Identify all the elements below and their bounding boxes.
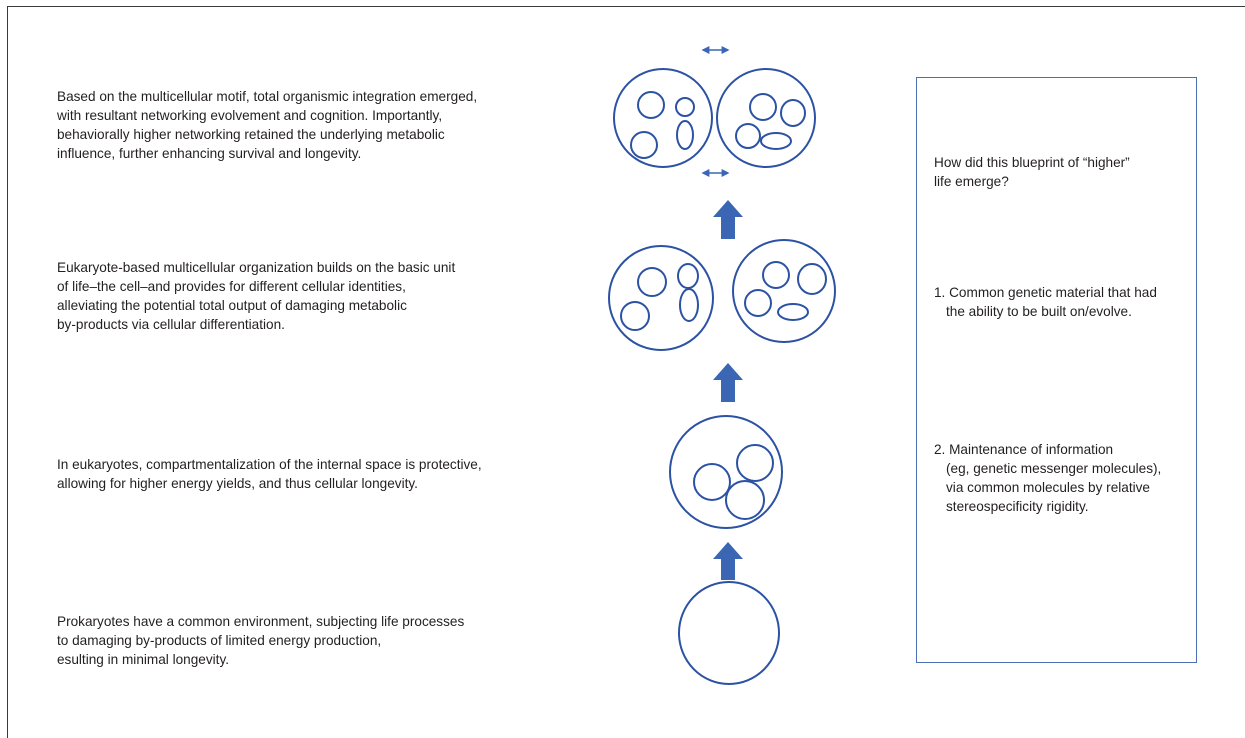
- stage-2-description: In eukaryotes, compartmentalization of t…: [57, 455, 517, 493]
- point-1-line: the ability to be built on/evolve.: [946, 304, 1132, 319]
- point-2-line: via common molecules by relative: [946, 480, 1150, 495]
- stage-4-description: Based on the multicellular motif, total …: [57, 87, 517, 163]
- organelle: [637, 267, 667, 297]
- stage-4-line: with resultant networking evolvement and…: [57, 108, 443, 123]
- progression-arrows: [713, 200, 743, 580]
- stage-4-line: behaviorally higher networking retained …: [57, 127, 445, 142]
- organelle: [676, 120, 694, 150]
- organelle: [620, 301, 650, 331]
- stage-1-line: to damaging by-products of limited energ…: [57, 633, 382, 648]
- cell-circle-icon: [678, 581, 780, 685]
- stage-4-line: Based on the multicellular motif, total …: [57, 89, 478, 104]
- blueprint-question: How did this blueprint of “higher” life …: [934, 153, 1130, 191]
- stage-3-line: of life–the cell–and provides for differ…: [57, 279, 406, 294]
- organelle: [760, 132, 792, 150]
- up-arrow-icon: [713, 542, 743, 580]
- organelle: [693, 463, 731, 501]
- question-line: How did this blueprint of “higher”: [934, 155, 1130, 170]
- organelle: [736, 444, 774, 482]
- organelle: [637, 91, 665, 119]
- organelle: [797, 263, 827, 295]
- stage-3-line: alleviating the potential total output o…: [57, 298, 407, 313]
- point-2-line: stereospecificity rigidity.: [946, 499, 1089, 514]
- cell-circle-icon: [608, 245, 714, 351]
- eukaryote-cell: [669, 415, 783, 529]
- stage-1-line: esulting in minimal longevity.: [57, 652, 230, 667]
- prokaryote-cell: [678, 581, 780, 685]
- point-1: 1. Common genetic material that had the …: [934, 283, 1157, 321]
- organelle: [749, 93, 777, 121]
- stage-1-description: Prokaryotes have a common environment, s…: [57, 612, 517, 669]
- organelle: [677, 263, 699, 289]
- organelle: [744, 289, 772, 317]
- point-1-line: 1. Common genetic material that had: [934, 285, 1157, 300]
- point-2-line: (eg, genetic messenger molecules),: [946, 461, 1162, 476]
- up-arrow-icon: [713, 200, 743, 239]
- organelle: [679, 288, 699, 322]
- figure-frame: [7, 6, 1245, 738]
- stage-1-line: Prokaryotes have a common environment, s…: [57, 614, 465, 629]
- cell-circle-icon: [613, 68, 713, 168]
- stage-3-line: Eukaryote-based multicellular organizati…: [57, 260, 456, 275]
- up-arrow-icon: [713, 363, 743, 402]
- organelle: [762, 261, 790, 289]
- organelle: [777, 303, 809, 321]
- stage-2-line: In eukaryotes, compartmentalization of t…: [57, 457, 482, 472]
- point-2-line: 2. Maintenance of information: [934, 442, 1114, 457]
- organelle: [725, 480, 765, 520]
- stage-3-line: by-products via cellular differentiation…: [57, 317, 285, 332]
- question-line: life emerge?: [934, 174, 1009, 189]
- stage-3-description: Eukaryote-based multicellular organizati…: [57, 258, 517, 334]
- networked-cells: [613, 68, 816, 168]
- point-2: 2. Maintenance of information (eg, genet…: [934, 440, 1161, 516]
- stage-4-line: influence, further enhancing survival an…: [57, 146, 362, 161]
- organelle: [630, 131, 658, 159]
- cell-circle-icon: [669, 415, 783, 529]
- organelle: [780, 99, 806, 127]
- blueprint-panel: How did this blueprint of “higher” life …: [916, 77, 1197, 663]
- stage-2-line: allowing for higher energy yields, and t…: [57, 476, 418, 491]
- organelle: [735, 123, 761, 149]
- cell-circle-icon: [716, 68, 816, 168]
- cell-circle-icon: [732, 239, 836, 343]
- multicellular-cells: [608, 239, 836, 351]
- organelle: [675, 97, 695, 117]
